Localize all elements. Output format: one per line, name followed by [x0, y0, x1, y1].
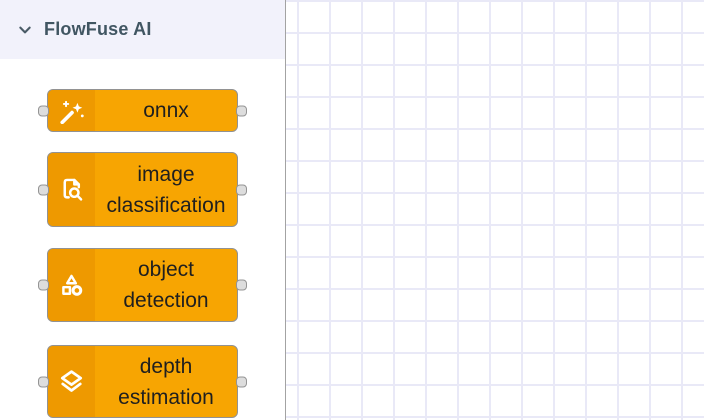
node-icon-region: [48, 90, 95, 131]
palette-node-image-classification[interactable]: image classification: [38, 152, 247, 227]
node-icon-region: [48, 153, 95, 226]
node-output-port: [236, 105, 247, 116]
layers-icon: [60, 370, 83, 392]
node-output-port: [236, 184, 247, 195]
node-label: depth estimation: [118, 354, 214, 409]
node-input-port: [38, 184, 49, 195]
flow-canvas[interactable]: [286, 0, 704, 420]
node-output-port: [236, 376, 247, 387]
palette-node-object-detection[interactable]: object detection: [38, 248, 247, 322]
node-output-port: [236, 279, 247, 291]
node-input-port: [38, 279, 49, 291]
node-label: image classification: [106, 162, 226, 217]
palette-sidebar: FlowFuse AI onnx: [0, 0, 286, 420]
palette-node-onnx[interactable]: onnx: [38, 89, 247, 132]
palette-category-flowfuse-ai[interactable]: FlowFuse AI: [0, 0, 285, 59]
palette-category-label: FlowFuse AI: [44, 19, 152, 39]
node-input-port: [38, 105, 49, 116]
chevron-down-icon: [18, 24, 32, 36]
wand-sparkles-icon: [59, 100, 84, 124]
node-input-port: [38, 376, 49, 387]
node-label: onnx: [143, 99, 189, 122]
palette-node-depth-estimation[interactable]: depth estimation: [38, 345, 247, 418]
shapes-icon: [62, 274, 83, 296]
node-icon-region: [48, 249, 95, 321]
node-label: object detection: [123, 258, 209, 312]
node-icon-region: [48, 346, 95, 417]
file-search-icon: [63, 178, 83, 201]
